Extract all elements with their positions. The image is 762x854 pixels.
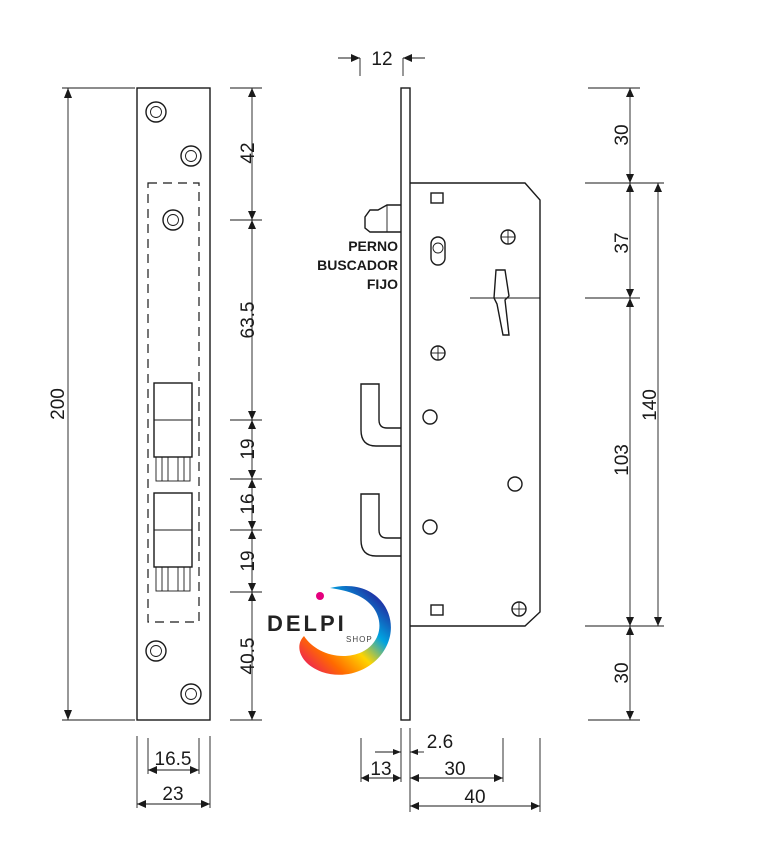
dim-to-case-top-label: 30: [612, 124, 633, 145]
dim-total-height-label: 200: [48, 388, 69, 420]
screw-holes: [145, 101, 202, 705]
pin-label-line1: PERNO: [348, 238, 398, 254]
dim-widths-front: 16.5 23: [136, 736, 211, 808]
pin-label-line2: BUSCADOR: [317, 257, 398, 273]
latch-upper: [153, 382, 193, 482]
dim-total-height: 200: [48, 87, 135, 721]
dim-hook-label: 13: [370, 759, 391, 780]
dim-chain-side: 30 37 103 140 30: [585, 87, 664, 721]
dim-faceplate-top: 12: [338, 49, 425, 76]
dim-bottom-label: 40.5: [238, 638, 259, 675]
front-faceplate: [136, 87, 211, 721]
lock-case: [410, 182, 541, 627]
hook-bolt-lower: [360, 493, 401, 557]
dim-inner-width-label: 16.5: [155, 749, 192, 770]
logo-text: DELPI: [267, 611, 347, 636]
dim-case-height-label: 140: [640, 389, 661, 421]
dim-upper-zone-label: 63.5: [238, 302, 259, 339]
dim-faceplate-label: 12: [371, 49, 392, 70]
case-screws: [430, 229, 527, 617]
side-view: PERNO BUSCADOR FIJO 12 30 37 103 140: [317, 49, 664, 812]
dim-latch1-label: 19: [238, 438, 259, 459]
delpi-shop-logo: DELPI SHOP: [267, 586, 391, 675]
dim-latch2-label: 19: [238, 550, 259, 571]
slot: [430, 236, 446, 266]
dim-depth-label: 40: [464, 787, 485, 808]
dim-chain-front: 42 63.5 19 16 19 40.5: [230, 87, 262, 721]
dim-bottom-side: 2.6 13 30 40: [360, 728, 541, 812]
front-view: 200 42 63.5 19 16 19 40.5: [48, 87, 262, 808]
dim-case-lower-label: 103: [612, 444, 633, 476]
logo-subtext: SHOP: [346, 635, 373, 644]
lever: [493, 269, 510, 336]
logo-swirl-icon: [299, 586, 391, 675]
hook-bolt-upper: [360, 383, 401, 447]
pin-label-line3: FIJO: [367, 276, 398, 292]
side-faceplate: [400, 87, 411, 721]
case-outline-dashed: [147, 182, 200, 623]
dim-backset-label: 30: [444, 759, 465, 780]
dim-width-label: 23: [162, 784, 183, 805]
dim-top-label: 42: [238, 142, 259, 163]
dim-gap-label: 16: [238, 493, 259, 514]
dim-thickness-label: 2.6: [427, 732, 453, 753]
dim-bottom-side-label: 30: [612, 662, 633, 683]
dim-case-upper-label: 37: [612, 232, 633, 253]
fixed-pin: [364, 204, 401, 233]
latch-lower: [153, 492, 193, 592]
